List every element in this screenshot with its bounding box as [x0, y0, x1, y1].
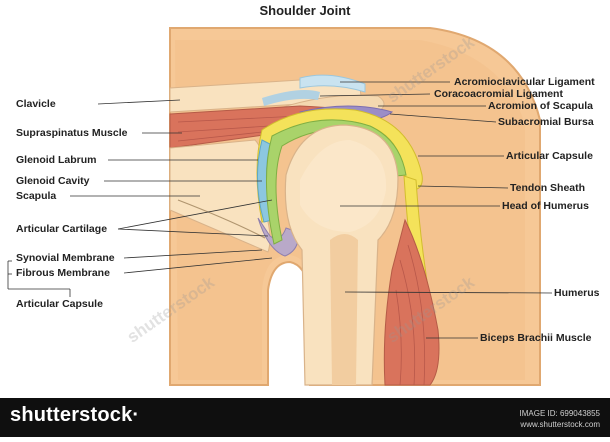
label-subacromial-bursa: Subacromial Bursa [498, 116, 594, 128]
label-articular-cartilage: Articular Cartilage [16, 223, 108, 235]
leader-lines-right [319, 81, 553, 339]
label-articular-capsule-right: Articular Capsule [506, 150, 593, 162]
leader-lines-left [7, 99, 273, 297]
footer-bar: shutterstock· IMAGE ID: 699043855 www.sh… [0, 398, 610, 437]
scapula-edge [177, 199, 266, 239]
label-tendon-sheath: Tendon Sheath [510, 182, 586, 194]
label-head-of-humerus: Head of Humerus [502, 200, 589, 212]
footer-site: www.shutterstock.com [520, 420, 600, 429]
label-biceps-brachii-muscle: Biceps Brachii Muscle [480, 332, 592, 344]
label-glenoid-cavity: Glenoid Cavity [16, 175, 90, 187]
humerus-marrow [330, 234, 358, 385]
label-glenoid-labrum: Glenoid Labrum [16, 154, 97, 166]
label-articular-capsule-left: Articular Capsule [16, 298, 103, 310]
biceps-fibers [395, 244, 426, 386]
biceps-muscle-shape [383, 218, 440, 386]
coracoacromial-ligament [262, 90, 320, 106]
label-humerus: Humerus [554, 287, 600, 299]
label-clavicle: Clavicle [16, 98, 56, 110]
label-scapula: Scapula [16, 190, 57, 202]
label-acromion-of-scapula: Acromion of Scapula [488, 100, 594, 112]
footer-info: IMAGE ID: 699043855 www.shutterstock.com [520, 408, 601, 430]
footer-brand-logo: shutterstock· [10, 404, 140, 426]
humerus-spongy [300, 140, 387, 232]
label-supraspinatus-muscle: Supraspinatus Muscle [16, 127, 128, 139]
footer-image-id: IMAGE ID: 699043855 [519, 409, 601, 418]
label-synovial-membrane: Synovial Membrane [16, 252, 115, 264]
acromioclavicular-ligament [299, 74, 366, 93]
label-coracoacromial-ligament: Coracoacromial Ligament [434, 88, 563, 100]
label-fibrous-membrane: Fibrous Membrane [16, 267, 110, 279]
label-acromioclavicular-ligament: Acromioclavicular Ligament [454, 76, 595, 88]
diagram-title: Shoulder Joint [259, 3, 351, 18]
